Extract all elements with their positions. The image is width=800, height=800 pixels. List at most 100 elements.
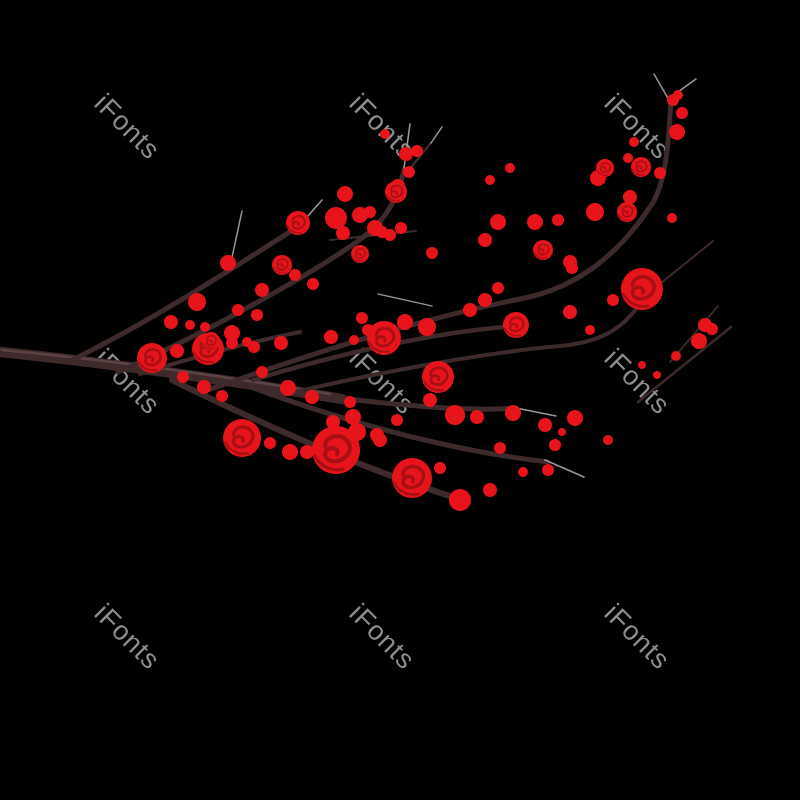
berry [345,409,361,425]
berry [251,309,263,321]
berry [325,207,347,229]
berry [188,293,206,311]
berry [336,226,350,240]
twig-line [653,73,670,101]
berry [337,186,353,202]
rose-bloom [503,312,529,338]
berry [397,314,413,330]
berry [232,304,244,316]
berry [380,129,390,139]
berry [282,444,298,460]
twig-line [230,210,243,263]
berry [671,351,681,361]
branch-line [329,394,519,412]
berry [418,318,436,336]
berry [563,305,577,319]
rose-bloom [385,181,407,203]
rose-bloom [392,458,432,498]
berry [289,269,301,281]
berry [445,405,465,425]
berry [395,222,407,234]
berry [629,137,639,147]
berry [349,335,359,345]
berry [518,467,528,477]
berry [177,371,189,383]
berry [411,145,423,157]
berry [653,371,661,379]
berry [669,124,685,140]
berry [485,175,495,185]
rose-bloom [621,268,663,310]
berry [376,226,388,238]
berry [558,428,566,436]
berry [226,337,238,349]
berry [691,333,707,349]
berry [423,393,437,407]
berry [216,390,228,402]
berry [470,410,484,424]
berry [603,435,613,445]
berry [623,190,637,204]
berry [399,147,413,161]
berry [264,437,276,449]
berry [364,206,376,218]
branch-line [276,295,646,398]
berry [224,325,240,341]
berry [638,361,646,369]
rose-bloom [272,255,292,275]
berry [197,380,211,394]
berry [200,322,210,332]
berry [667,213,677,223]
berry [586,203,604,221]
berry [274,336,288,350]
berry [220,255,236,271]
rose-bloom [617,202,637,222]
twig-line [430,126,443,144]
berry [654,167,666,179]
berry [434,462,446,474]
rose-bloom [596,159,614,177]
berry [463,303,477,317]
berry [490,214,506,230]
berry [256,366,268,378]
berry [356,312,368,324]
berry [494,442,506,454]
berry [607,294,619,306]
berry [373,433,387,447]
rose-bloom [367,321,401,355]
berry [549,439,561,451]
berry [280,380,296,396]
rose-bloom [202,332,220,350]
berry [478,233,492,247]
berry [505,405,521,421]
berry [478,293,492,307]
berry [352,207,368,223]
twig-line [544,459,585,478]
rose-bloom [533,240,553,260]
berry [170,344,184,358]
berry [585,325,595,335]
berry [185,320,195,330]
berry [300,445,314,459]
berry [324,330,338,344]
berry [391,414,403,426]
berry [307,278,319,290]
berry [676,107,688,119]
berry [623,153,633,163]
twig-line [377,293,433,307]
berry [566,262,578,274]
branch-line [636,325,733,404]
twig-line [403,123,411,169]
berry [255,283,269,297]
berry [305,390,319,404]
berry [527,214,543,230]
branch-line [65,223,302,365]
berry [542,464,554,476]
berry [164,315,178,329]
berry [567,410,583,426]
berry [552,214,564,226]
berry [248,341,260,353]
branch-line [245,383,551,465]
berry [673,90,683,100]
